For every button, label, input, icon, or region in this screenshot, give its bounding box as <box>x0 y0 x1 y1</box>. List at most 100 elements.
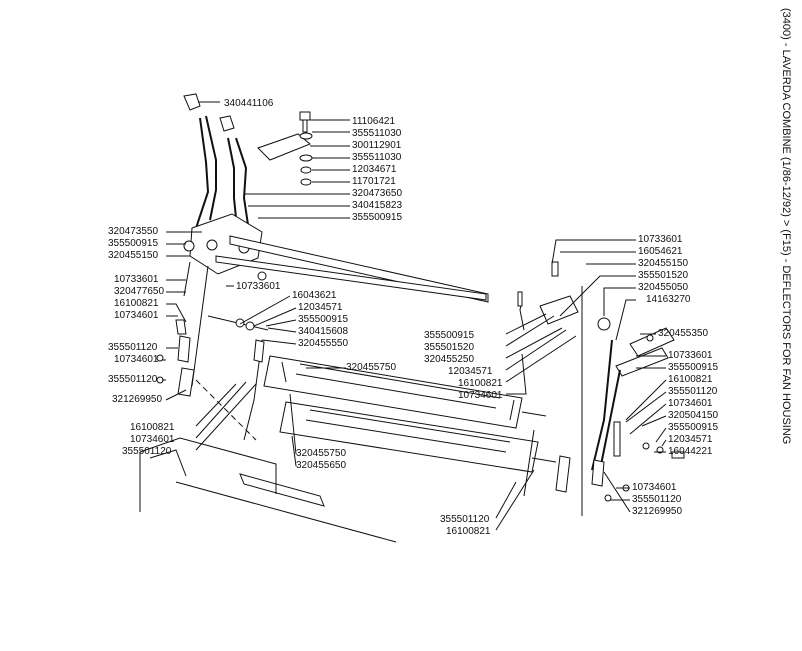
part-number-label: 355501120 <box>440 514 490 525</box>
washer-rod-1 <box>235 318 245 328</box>
part-labels: 3404411061110642135551103030011290135551… <box>108 98 718 537</box>
part-number-label: 320455250 <box>424 354 474 365</box>
part-number-label: 12034671 <box>352 164 397 175</box>
fan-housing-outline <box>139 437 397 543</box>
plate-top <box>257 133 311 161</box>
part-number-label: 16100821 <box>114 298 159 309</box>
pin-right-lower <box>604 494 612 502</box>
pin-center-right <box>517 291 523 307</box>
leader-10734601-r2 <box>629 403 667 435</box>
pin-right-1 <box>642 442 650 450</box>
deflector-shaft-2 <box>531 457 557 463</box>
part-number-label: 355501120 <box>632 494 682 505</box>
part-number-label: 10734601 <box>130 434 175 445</box>
part-number-label: 320455650 <box>296 460 346 471</box>
bolt-right-top <box>551 261 559 277</box>
part-number-label: 320455750 <box>346 362 396 373</box>
leader-321269950-r <box>603 471 631 513</box>
part-number-label: 340441106 <box>224 98 274 109</box>
part-number-label: 355501120 <box>122 446 172 457</box>
diagram-title: (3400) - LAVERDA COMBINE (1/86-12/92) > … <box>780 8 792 444</box>
part-number-label: 10733601 <box>638 234 683 245</box>
leader-320455050 <box>603 287 636 316</box>
leader-12034571 <box>253 307 297 327</box>
part-number-label: 355500915 <box>108 238 158 249</box>
part-number-label: 320455750 <box>296 448 346 459</box>
line-art <box>139 93 685 543</box>
part-number-label: 321269950 <box>632 506 682 517</box>
washer-center <box>257 271 267 281</box>
clevis-right <box>591 459 605 487</box>
part-number-label: 320473550 <box>108 226 158 237</box>
part-number-label: 321269950 <box>112 394 162 405</box>
part-number-label: 10733601 <box>236 281 281 292</box>
spring-right <box>613 421 621 457</box>
part-number-label: 16100821 <box>130 422 175 433</box>
part-number-label: 10734601 <box>632 482 677 493</box>
leader-12034571-r2 <box>661 439 667 447</box>
part-number-label: 320455050 <box>638 282 688 293</box>
deflector-panel-upper <box>263 355 523 429</box>
part-number-label: 355511030 <box>352 128 402 139</box>
arm-right <box>629 327 675 357</box>
deflector-panel-lower <box>279 401 539 473</box>
part-number-label: 12034571 <box>448 366 493 377</box>
tube-long <box>215 255 487 301</box>
part-number-label: 16044221 <box>668 446 713 457</box>
pivot-right <box>646 334 654 342</box>
leader-355501120-bl <box>495 481 517 519</box>
lever-rod-right-2 <box>235 137 251 239</box>
lever-knob-right <box>219 115 235 132</box>
part-number-label: 10734601 <box>114 354 159 365</box>
dash-left <box>195 379 257 441</box>
part-number-label: 11106421 <box>352 116 395 127</box>
part-number-label: 340415608 <box>298 326 348 337</box>
part-number-label: 300112901 <box>352 140 402 151</box>
part-number-label: 10734601 <box>668 398 713 409</box>
deflector-shaft-1 <box>521 411 547 417</box>
part-number-label: 320473650 <box>352 188 402 199</box>
part-number-label: 355511030 <box>352 152 402 163</box>
leader-320455550 <box>261 339 297 345</box>
leader-10734601-c <box>195 381 247 439</box>
leader-355500915-c <box>265 319 297 327</box>
part-number-label: 10733601 <box>668 350 713 361</box>
part-number-label: 355501520 <box>638 270 688 281</box>
part-number-label: 11701721 <box>352 176 396 187</box>
deflector-panel-upper-rib-2 <box>295 373 497 409</box>
part-number-label: 355500915 <box>352 212 402 223</box>
pin-left <box>156 354 164 362</box>
leader-320455250 <box>505 327 563 359</box>
part-number-label: 320504150 <box>668 410 718 421</box>
deflector-panel-upper-edge <box>281 361 515 421</box>
part-number-label: 355501120 <box>108 342 158 353</box>
leader-16100821-r <box>505 335 577 383</box>
part-number-label: 340415823 <box>352 200 402 211</box>
link-lower-center <box>523 429 535 497</box>
washer-rod-2 <box>245 321 255 331</box>
washer-right-1 <box>597 317 611 331</box>
leader-10734601-r <box>506 353 527 395</box>
leader-12034571-r <box>505 329 567 371</box>
washer-top-3 <box>300 166 312 174</box>
lever-rod-left-2 <box>205 115 217 221</box>
part-number-label: 320455150 <box>638 258 688 269</box>
part-number-label: 355501120 <box>668 386 718 397</box>
part-number-label: 10734601 <box>458 390 503 401</box>
leader-355501520 <box>559 275 636 317</box>
part-number-label: 320455150 <box>108 250 158 261</box>
part-number-label: 12034571 <box>298 302 343 313</box>
part-number-label: 16100821 <box>458 378 503 389</box>
part-number-label: 320477650 <box>114 286 164 297</box>
fan-housing-inner <box>239 473 325 507</box>
part-number-label: 355501520 <box>424 342 474 353</box>
leader-lines <box>162 101 667 531</box>
leader-355501120-c <box>195 383 257 451</box>
leader-320455650 <box>291 435 297 467</box>
leader-16100821-r2 <box>625 379 667 421</box>
leader-10733601-r <box>551 239 636 265</box>
deflector-panel-upper-rib-1 <box>299 363 501 399</box>
link-rod-left <box>191 265 209 387</box>
leader-320504150 <box>641 415 667 427</box>
